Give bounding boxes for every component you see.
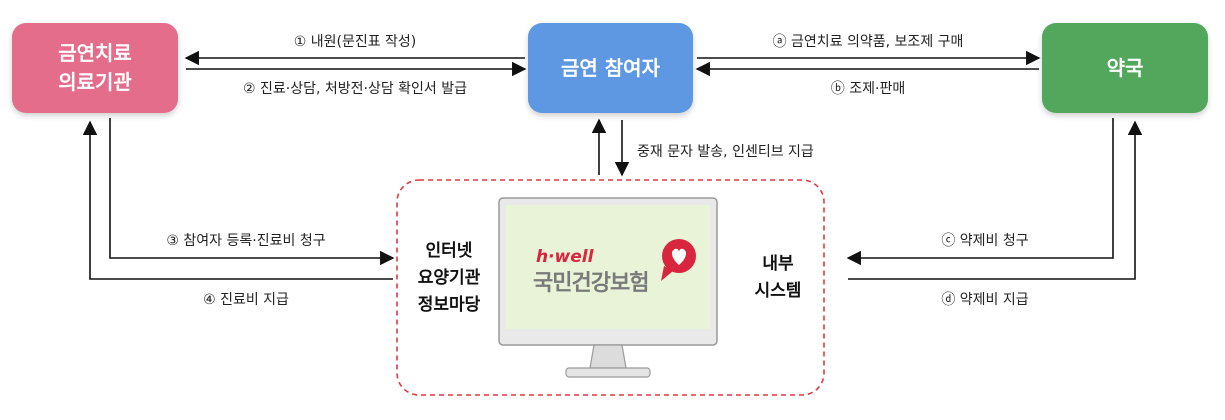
node-participant-label: 금연 참여자 xyxy=(561,55,660,80)
edge-label-visit: ① 내원(문진표 작성) xyxy=(293,34,417,50)
node-clinic: 금연치료 의료기관 xyxy=(12,23,178,113)
edge-label-purchase: ⓐ 금연치료 의약품, 보조제 구매 xyxy=(772,34,964,50)
arrow-pharmacy-pay xyxy=(848,120,1143,280)
edge-label-register-claim: ③ 참여자 등록·진료비 청구 xyxy=(166,233,326,249)
arrow-pay-treatment xyxy=(82,120,393,280)
system-frame xyxy=(396,179,825,396)
heart-logo-icon xyxy=(661,239,696,281)
node-pharmacy: 약국 xyxy=(1042,23,1208,113)
edge-label-dispense: ⓑ 조제·판매 xyxy=(830,81,906,97)
system-left-title: 인터넷 요양기관 정보마당 xyxy=(417,241,481,316)
edge-label-pay-treatment: ④ 진료비 지급 xyxy=(203,292,289,308)
node-participant: 금연 참여자 xyxy=(528,23,693,113)
arrow-pharmacy-claim xyxy=(846,118,1114,266)
screen-org-name: 국민건강보험 xyxy=(533,271,649,296)
node-pharmacy-label: 약국 xyxy=(1106,55,1144,80)
edge-label-treatment: ② 진료·상담, 처방전·상담 확인서 발급 xyxy=(242,81,468,97)
edge-label-pharmacy-pay: ⓓ 약제비 지급 xyxy=(941,292,1029,308)
node-clinic-label: 금연치료 의료기관 xyxy=(58,41,132,94)
arrow-register-claim xyxy=(109,118,395,266)
screen-brand: h·well xyxy=(536,247,594,267)
edge-label-intervention: 중재 문자 발송, 인센티브 지급 xyxy=(637,144,814,160)
edge-label-pharmacy-claim: ⓒ 약제비 청구 xyxy=(941,233,1029,249)
system-right-title: 내부 시스템 xyxy=(754,254,802,302)
